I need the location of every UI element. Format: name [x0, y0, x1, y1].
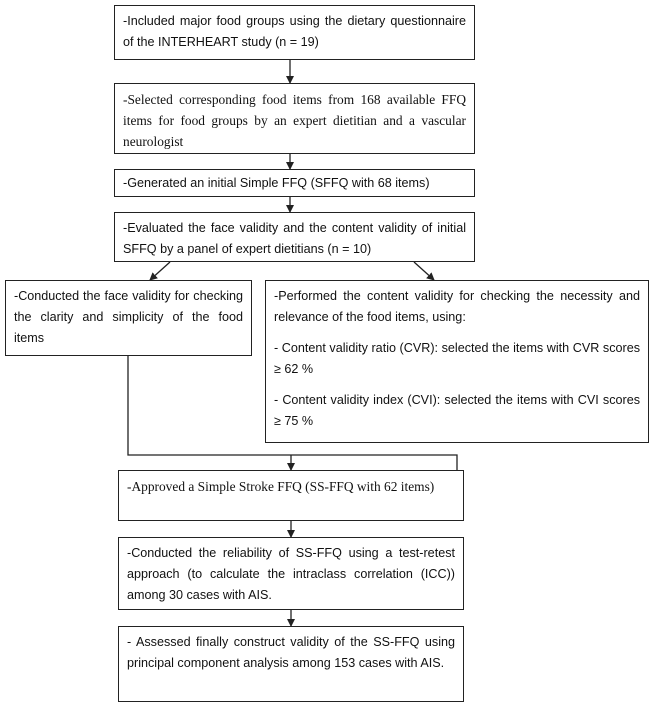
step-5a-box: -Conducted the face validity for checkin…	[5, 280, 252, 356]
step-6-box: -Approved a Simple Stroke FFQ (SS-FFQ wi…	[118, 470, 464, 521]
step-5b-bullet-cvr: - Content validity ratio (CVR): selected…	[274, 341, 640, 376]
step-6-text: -Approved a Simple Stroke FFQ (SS-FFQ wi…	[127, 479, 435, 494]
step-5a-text: -Conducted the face validity for checkin…	[14, 289, 243, 345]
step-8-text: - Assessed finally construct validity of…	[127, 635, 455, 670]
step-2-box: -Selected corresponding food items from …	[114, 83, 475, 154]
step-5b-box: -Performed the content validity for chec…	[265, 280, 649, 443]
step-1-box: -Included major food groups using the di…	[114, 5, 475, 60]
step-5b-text: -Performed the content validity for chec…	[274, 289, 640, 324]
step-3-box: -Generated an initial Simple FFQ (SFFQ w…	[114, 169, 475, 197]
arrow-4-5a	[149, 261, 171, 281]
step-7-box: -Conducted the reliability of SS-FFQ usi…	[118, 537, 464, 610]
step-3-text: -Generated an initial Simple FFQ (SFFQ w…	[123, 176, 430, 190]
arrow-4-5b	[413, 261, 435, 281]
step-2-text: -Selected corresponding food items from …	[123, 92, 466, 149]
step-1-text: -Included major food groups using the di…	[123, 14, 466, 49]
step-8-box: - Assessed finally construct validity of…	[118, 626, 464, 702]
step-5b-bullet-cvi: - Content validity index (CVI): selected…	[274, 393, 640, 428]
step-7-text: -Conducted the reliability of SS-FFQ usi…	[127, 546, 455, 602]
step-4-box: -Evaluated the face validity and the con…	[114, 212, 475, 262]
step-4-text: -Evaluated the face validity and the con…	[123, 221, 466, 256]
merge-line	[127, 356, 458, 470]
